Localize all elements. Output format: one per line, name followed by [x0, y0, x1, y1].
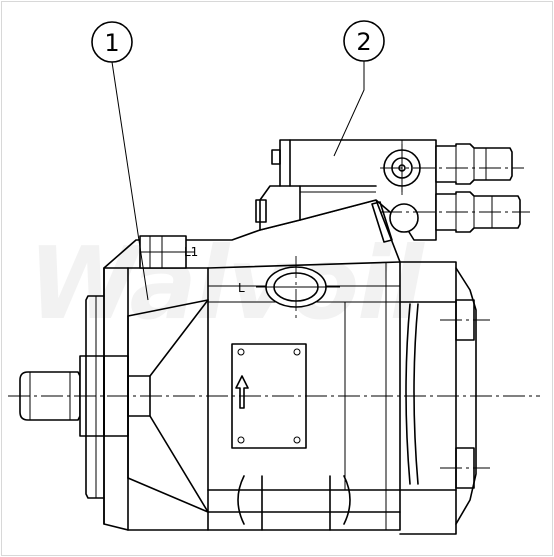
- callout-1-number: 1: [104, 29, 119, 57]
- callout-2-number: 2: [356, 28, 371, 56]
- watermark-text: Walvoil: [28, 225, 425, 342]
- port-l-label: L: [238, 281, 245, 295]
- flow-direction-arrow-icon: [235, 375, 249, 409]
- callout-1: 1: [91, 21, 149, 301]
- control-valve: [255, 139, 521, 243]
- callout-1-leader-line: [111, 61, 149, 301]
- callout-2: 2: [333, 20, 385, 157]
- callout-2-leader-line: [333, 61, 365, 157]
- rear-port-block: [399, 261, 477, 535]
